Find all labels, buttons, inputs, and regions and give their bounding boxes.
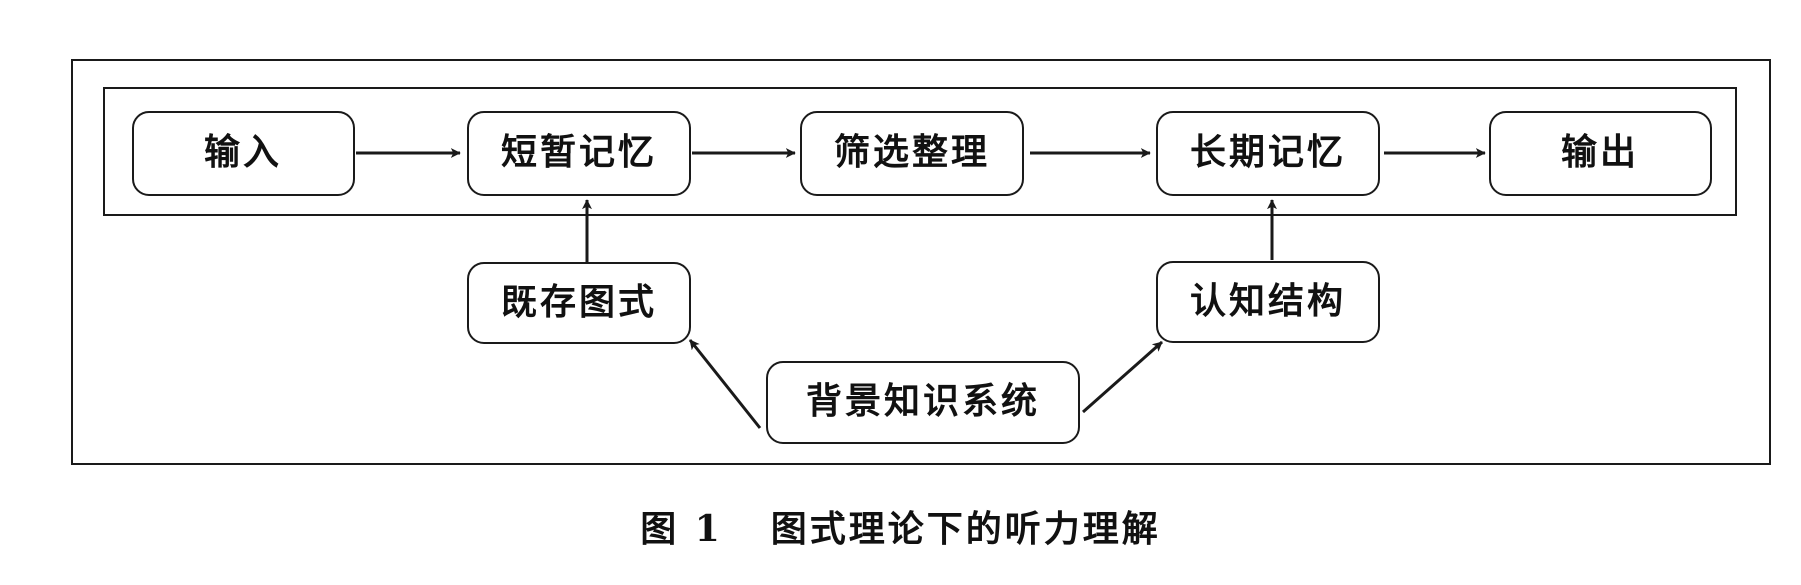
arrow-background-to-existing-schema <box>688 339 762 429</box>
node-input-label: 输入 <box>204 131 282 173</box>
node-existing-schema: 既存图式 <box>467 262 691 344</box>
node-filter-organize-label: 筛选整理 <box>834 131 990 173</box>
node-input: 输入 <box>132 111 355 196</box>
outer-frame <box>71 59 1771 465</box>
figure-caption: 图 1 图式理论下的听力理解 <box>0 500 1801 552</box>
arrow-background-to-cognitive-structure <box>1082 340 1163 414</box>
node-long-term-memory-label: 长期记忆 <box>1190 131 1346 173</box>
figure-number: 图 1 <box>640 508 723 550</box>
node-background-knowledge: 背景知识系统 <box>766 361 1080 444</box>
node-long-term-memory: 长期记忆 <box>1156 111 1380 196</box>
node-output: 输出 <box>1489 111 1712 196</box>
figure-title: 图式理论下的听力理解 <box>770 508 1161 550</box>
node-cognitive-structure-label: 认知结构 <box>1190 280 1346 322</box>
node-cognitive-structure: 认知结构 <box>1156 261 1380 343</box>
process-frame <box>103 87 1737 216</box>
node-short-term-memory: 短暂记忆 <box>467 111 691 196</box>
node-output-label: 输出 <box>1561 131 1639 173</box>
node-filter-organize: 筛选整理 <box>800 111 1024 196</box>
node-existing-schema-label: 既存图式 <box>501 281 657 323</box>
node-background-knowledge-label: 背景知识系统 <box>806 380 1040 422</box>
node-short-term-memory-label: 短暂记忆 <box>501 131 657 173</box>
